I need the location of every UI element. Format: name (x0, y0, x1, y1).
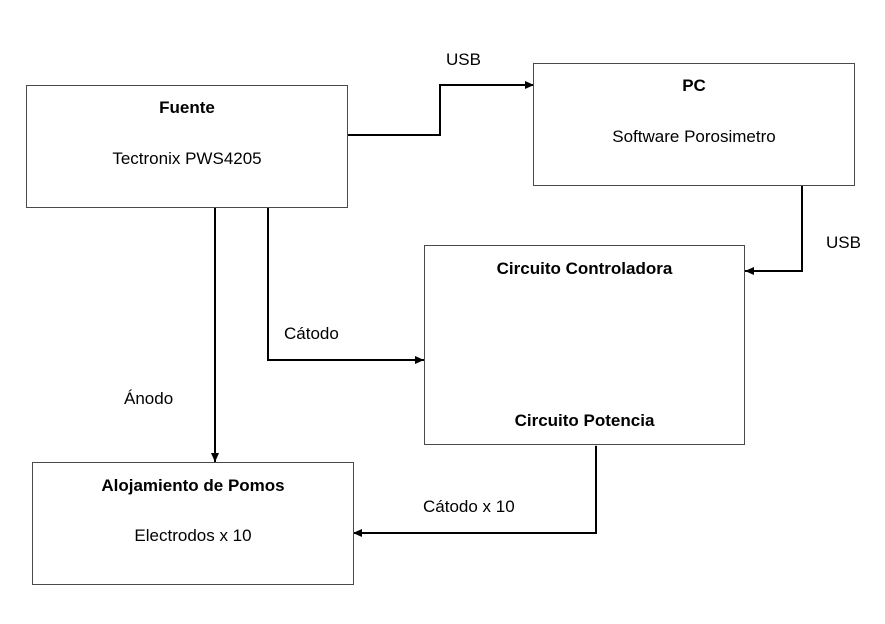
usb-top-label: USB (446, 50, 481, 69)
circuito-title: Circuito Controladora (496, 259, 673, 278)
fuente-block: Fuente Tectronix PWS4205 (26, 85, 348, 208)
usb-right-label: USB (826, 233, 861, 252)
pc-title: PC (682, 76, 706, 95)
catodo-x10-link (353, 437, 600, 537)
catodo-label: Cátodo (284, 324, 339, 343)
circuito-subtitle: Circuito Potencia (514, 411, 655, 430)
fuente-title: Fuente (159, 98, 215, 117)
alojamiento-title: Alojamiento de Pomos (101, 476, 285, 495)
alojamiento-block: Alojamiento de Pomos Electrodos x 10 (32, 462, 354, 585)
usb-link-fuente-pc (338, 81, 534, 139)
alojamiento-subtitle: Electrodos x 10 (134, 526, 252, 545)
catodo-link (264, 199, 424, 364)
circuito-block: Circuito Controladora Circuito Potencia (424, 245, 745, 445)
usb-link-pc-circuito (745, 177, 806, 275)
catodo-x10-label: Cátodo x 10 (423, 497, 515, 516)
pc-subtitle: Software Porosimetro (612, 127, 776, 146)
pc-block: PC Software Porosimetro (533, 63, 855, 186)
fuente-subtitle: Tectronix PWS4205 (112, 149, 262, 168)
anodo-label: Ánodo (124, 389, 174, 408)
